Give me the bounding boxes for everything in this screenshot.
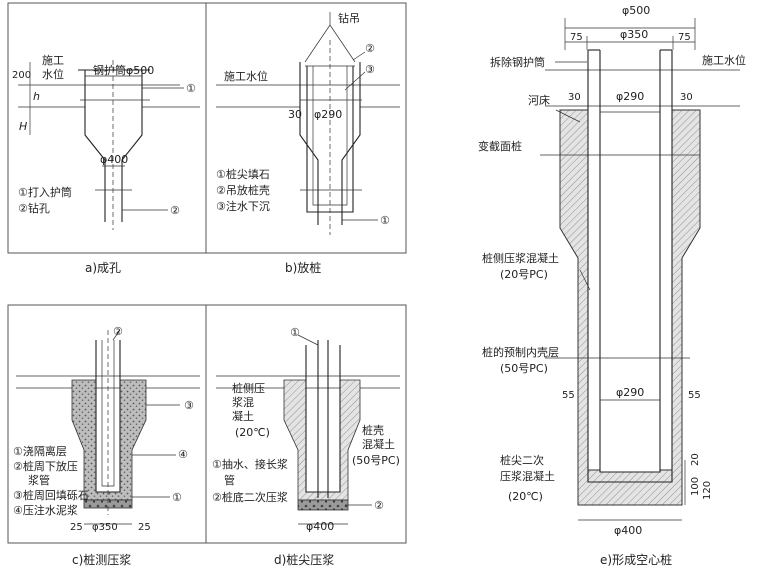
- tip-grout-d: [297, 499, 349, 511]
- concrete-fill-d: [283, 379, 361, 501]
- panel-d-frame: [205, 304, 407, 544]
- label-yuzhi-1: 桩的预制内壳层: [482, 345, 559, 359]
- label-d-side-1: 桩侧压: [232, 381, 265, 395]
- label-erci-3: (20℃): [508, 490, 543, 503]
- label-c-c1: ①: [172, 491, 182, 504]
- label-b-c3: ③: [365, 63, 375, 76]
- step-d-1b: 管: [224, 473, 235, 487]
- caption-e: e)形成空心桩: [600, 552, 672, 567]
- label-d-c2: ②: [374, 499, 384, 512]
- dim-e-30a: 30: [568, 92, 581, 103]
- label-c-c2: ②: [113, 325, 123, 338]
- label-circle-1: ①: [186, 82, 196, 95]
- label-hugang: 钢护筒φ500: [93, 63, 154, 77]
- label-chaichu: 拆除钢护筒: [490, 55, 545, 69]
- caption-c: c)桩测压浆: [72, 552, 131, 567]
- dim-e-100: 100: [690, 477, 701, 496]
- panel-e: φ500 75 φ350 75 拆除钢护筒 施工水位 河床 30 φ290 30…: [478, 4, 746, 567]
- label-shuiwei-b: 施工水位: [224, 69, 268, 83]
- dim-e-75a: 75: [570, 32, 583, 43]
- label-d-side-3: 凝土: [232, 409, 254, 423]
- panel-a: 200 施工 水位 钢护筒φ500 ① H h φ400 ② ①打入护筒 ②钻孔…: [12, 54, 200, 275]
- step-c-2b: 浆管: [28, 473, 50, 487]
- gravel-fill-c: [71, 379, 147, 501]
- dim-e-phi400: φ400: [614, 524, 642, 537]
- step-b-1: ①桩尖填石: [216, 167, 270, 181]
- label-phi400: φ400: [100, 153, 128, 166]
- caption-b: b)放桩: [285, 260, 321, 275]
- dim-e-55a: 55: [562, 390, 575, 401]
- label-yuzhi-2: (50号PC): [500, 362, 548, 375]
- step-b-3: ③注水下沉: [216, 199, 270, 213]
- label-200: 200: [12, 70, 31, 81]
- panel-b-frame: [205, 2, 407, 254]
- dim-e-phi290b: φ290: [616, 386, 644, 399]
- label-zuandiao: 钻吊: [338, 11, 360, 25]
- step-a-1: ①打入护筒: [18, 185, 72, 199]
- label-d-c1: ①: [290, 326, 300, 339]
- step-b-2: ②吊放桩壳: [216, 183, 270, 197]
- dim-e-55b: 55: [688, 390, 701, 401]
- step-d-1a: ①抽水、接长浆: [212, 457, 288, 471]
- dim-c-25b: 25: [138, 522, 151, 533]
- dim-e-phi350: φ350: [620, 28, 648, 41]
- step-c-1: ①浇隔离层: [13, 444, 67, 458]
- label-b-c1: ①: [380, 214, 390, 227]
- label-d-shell-1: 桩壳: [362, 423, 384, 437]
- label-d-shell-2: 混凝土: [362, 437, 395, 451]
- dim-e-20: 20: [690, 453, 701, 466]
- step-a-2: ②钻孔: [18, 201, 50, 215]
- dim-e-30b: 30: [680, 92, 693, 103]
- label-h: h: [33, 90, 40, 103]
- label-biangjie: 变截面桩: [478, 139, 522, 153]
- caption-d: d)桩尖压浆: [274, 552, 334, 567]
- label-b-c2: ②: [365, 42, 375, 55]
- dim-c-phi350: φ350: [92, 522, 118, 533]
- dim-e-75b: 75: [678, 32, 691, 43]
- panel-d: ① 桩侧压 浆混 凝土 (20℃) 桩壳 混凝土 (50号PC) ①抽水、接长浆…: [212, 326, 400, 567]
- step-c-4: ④压注水泥浆: [13, 503, 78, 517]
- panel-b: 钻吊 ② ③ 施工水位 30 φ290 ① ①桩尖填石 ②吊放桩壳 ③注水下沉 …: [216, 11, 400, 275]
- label-erci-2: 压浆混凝土: [500, 469, 555, 483]
- dim-e-phi290: φ290: [616, 90, 644, 103]
- label-shuiwei-e: 施工水位: [702, 53, 746, 67]
- label-b-phi290: φ290: [314, 108, 342, 121]
- label-c-c4: ④: [178, 448, 188, 461]
- label-d-shell-3: (50号PC): [352, 454, 400, 467]
- label-zhuangce-1: 桩侧压浆混凝土: [482, 251, 559, 265]
- label-erci-1: 桩尖二次: [500, 453, 544, 467]
- label-shigong-2: 水位: [42, 67, 64, 81]
- dim-e-phi500: φ500: [622, 4, 650, 17]
- label-hechuang: 河床: [528, 93, 550, 107]
- caption-a: a)成孔: [85, 261, 121, 275]
- dim-c-25a: 25: [70, 522, 83, 533]
- step-d-2: ②桩底二次压浆: [212, 490, 288, 504]
- step-c-2a: ②桩周下放压: [13, 459, 78, 473]
- label-d-side-2: 浆混: [232, 395, 254, 409]
- dim-d-phi400: φ400: [306, 520, 334, 533]
- label-circle-2: ②: [170, 204, 180, 217]
- label-c-c3: ③: [184, 399, 194, 412]
- label-d-temp: (20℃): [235, 426, 270, 439]
- label-b-30: 30: [288, 108, 302, 121]
- label-zhuangce-2: (20号PC): [500, 268, 548, 281]
- panel-c: ② ③ ④ ① ①浇隔离层 ②桩周下放压 浆管 ③桩周回填砾石 ④压注水泥浆 2…: [13, 325, 200, 567]
- label-shigong-1: 施工: [42, 54, 64, 67]
- step-c-3: ③桩周回填砾石: [13, 488, 89, 502]
- dim-e-120: 120: [702, 481, 713, 500]
- label-H: H: [19, 120, 27, 133]
